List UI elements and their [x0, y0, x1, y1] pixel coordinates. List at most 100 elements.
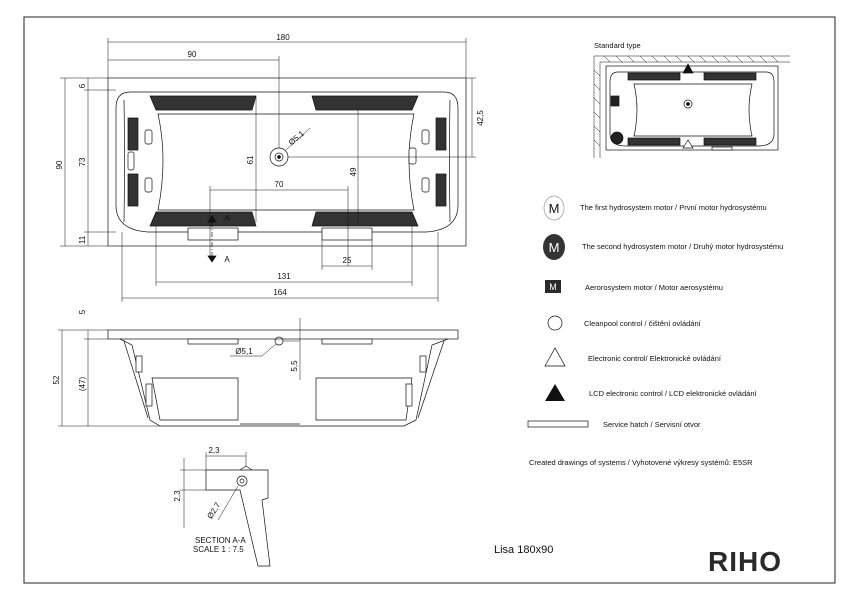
- section-drain-hole: [236, 475, 248, 487]
- legend-item-lcd-control: LCD electronic control / LCD elektronick…: [545, 384, 757, 401]
- svg-text:M: M: [549, 240, 560, 255]
- legend: M The first hydrosystem motor / První mo…: [527, 195, 783, 429]
- jet: [144, 177, 153, 193]
- dim-11: 11: [78, 235, 87, 244]
- dim-5-5: 5,5: [290, 360, 299, 372]
- dim-drain-side: Ø5,1: [235, 347, 253, 356]
- mini-drain: [683, 99, 693, 109]
- dim-42-5: 42,5: [476, 110, 485, 126]
- svg-text:M: M: [549, 201, 560, 216]
- brand-logo: RIHO: [708, 546, 782, 577]
- top-view-dimensions: [60, 38, 476, 302]
- legend-label: The second hydrosystem motor / Druhý mot…: [582, 242, 783, 251]
- dim-90: 90: [188, 50, 197, 59]
- dim-90-vertical: 90: [55, 160, 64, 169]
- section-a-a: [205, 465, 271, 567]
- jet: [408, 147, 417, 165]
- legend-label: Electronic control/ Elektronické ovládán…: [588, 354, 722, 363]
- legend-item-service-hatch: Service hatch / Servisní otvor: [527, 420, 701, 429]
- mini-service-hatch: [711, 146, 733, 151]
- legend-item-cleanpool: Cleanpool control / čištění ovládání: [547, 315, 702, 331]
- mini-electronic-control: [682, 139, 694, 149]
- legend-item-electronic-control: Electronic control/ Elektronické ovládán…: [544, 347, 722, 367]
- armrest-right-2: [435, 173, 447, 207]
- jet: [127, 151, 135, 171]
- mini-tub-outline: [605, 65, 779, 151]
- service-hatch-icon: [527, 420, 589, 428]
- section-scale: SCALE 1 : 7.5: [193, 545, 244, 554]
- top-view-floor: [157, 113, 415, 211]
- wall-hatch: [593, 55, 790, 158]
- side-panel-right: [315, 377, 413, 421]
- first-motor-icon: [543, 195, 565, 221]
- dim-52: 52: [52, 375, 61, 384]
- legend-label: Cleanpool control / čištění ovládání: [584, 319, 702, 328]
- dim-61: 61: [246, 155, 255, 164]
- dim-164: 164: [273, 288, 287, 297]
- dim-47: (47): [78, 377, 87, 392]
- cleanpool-icon: [547, 315, 563, 331]
- side-drain: [274, 336, 284, 346]
- headrest-top-right: [311, 95, 419, 111]
- dim-2-3-left: 2,3: [173, 490, 182, 502]
- drain-inner: [274, 152, 284, 162]
- section-line-a: [207, 215, 217, 263]
- svg-text:M: M: [549, 282, 557, 292]
- dim-73: 73: [78, 157, 87, 166]
- section-dimensions: [180, 452, 247, 528]
- side-view-dimensions: [58, 318, 301, 427]
- jet: [144, 129, 153, 145]
- sheet-border: [23, 16, 836, 584]
- legend-label: The first hydrosystem motor / První moto…: [580, 203, 767, 212]
- armrest-right-1: [435, 117, 447, 151]
- dim-180: 180: [276, 33, 290, 42]
- armrest-left-2: [127, 173, 139, 207]
- dim-drain-top: Ø5,1: [287, 129, 306, 147]
- legend-label: LCD electronic control / LCD elektronick…: [589, 389, 757, 398]
- mini-aero-motor: [610, 95, 620, 107]
- dim-2-3-top: 2,3: [208, 446, 220, 455]
- dim-2-7: Ø2,7: [205, 500, 222, 520]
- aero-motor-icon: [545, 280, 561, 293]
- front-tab-left: [187, 227, 239, 241]
- standard-type-label: Standard type: [594, 41, 641, 50]
- standard-type-diagram: [593, 55, 790, 158]
- dim-131: 131: [277, 272, 291, 281]
- side-tab-right: [321, 338, 373, 345]
- jet: [421, 177, 430, 193]
- legend-label: Aerorosystem motor / Motor aerosystému: [585, 283, 723, 292]
- dim-25: 25: [343, 256, 352, 265]
- headrest-top-left: [149, 95, 257, 111]
- drain-ring: [277, 155, 281, 159]
- mini-first-motor: [610, 131, 624, 145]
- side-tab-left: [187, 338, 239, 345]
- dim-70: 70: [275, 180, 284, 189]
- legend-label: Service hatch / Servisní otvor: [603, 420, 701, 429]
- section-caption: SECTION A-A: [195, 536, 246, 545]
- dim-49: 49: [349, 167, 358, 176]
- created-drawings-note: Created drawings of systems / Vyhotovené…: [529, 458, 753, 467]
- side-panel-left: [151, 377, 239, 421]
- mini-lcd-control: [682, 63, 694, 74]
- lcd-control-icon: [545, 384, 565, 401]
- armrest-left-1: [127, 117, 139, 151]
- headrest-bottom-left: [149, 211, 257, 227]
- jet: [421, 129, 430, 145]
- side-view-rim: [107, 329, 459, 340]
- dim-6: 6: [78, 83, 87, 88]
- dim-5-side: 5: [78, 309, 87, 314]
- section-mark-a-bottom: A: [224, 255, 230, 264]
- electronic-control-icon: [544, 347, 566, 367]
- top-view: [107, 77, 467, 247]
- legend-item-aero-motor: M Aerorosystem motor / Motor aerosystému: [545, 280, 723, 293]
- top-view-outline: [107, 77, 467, 247]
- section-profile: [205, 469, 271, 567]
- second-motor-icon: [543, 234, 565, 260]
- section-mark-a-top: A: [224, 214, 230, 223]
- legend-item-first-motor: M The first hydrosystem motor / První mo…: [543, 195, 767, 221]
- legend-item-second-motor: M The second hydrosystem motor / Druhý m…: [543, 234, 783, 260]
- side-view: [107, 329, 459, 427]
- top-view-basin: [115, 91, 459, 233]
- headrest-bottom-right: [311, 211, 419, 227]
